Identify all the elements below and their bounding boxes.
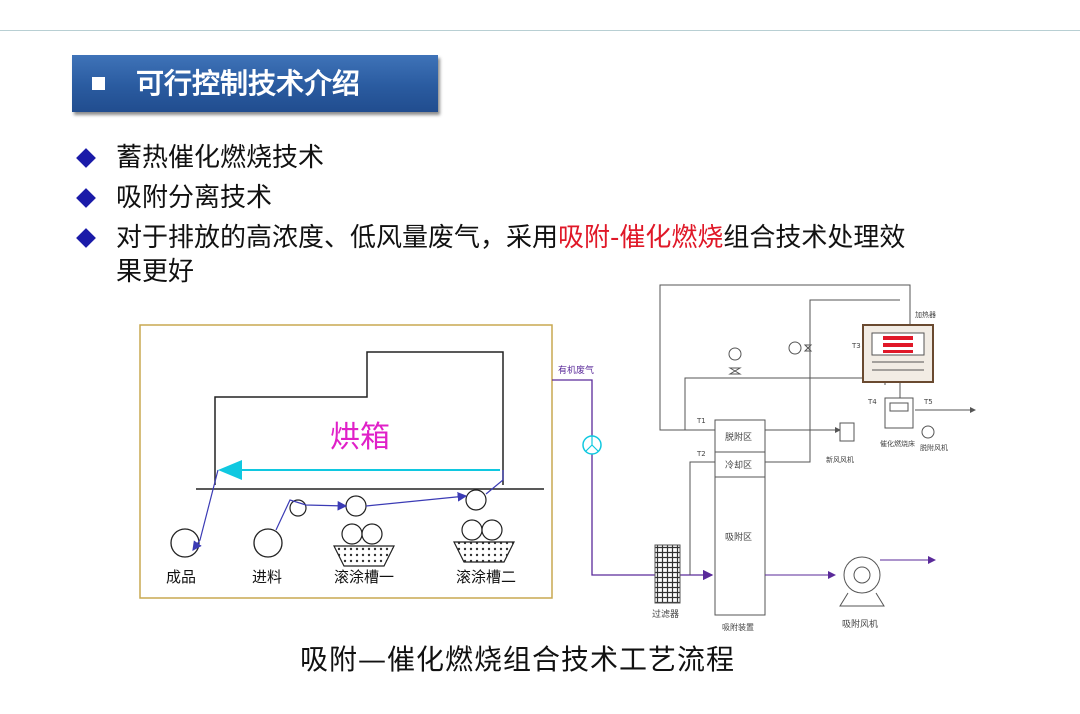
temp-tag: T3 — [851, 342, 861, 350]
main-fan-hub — [853, 566, 871, 584]
main-fan-base — [839, 592, 885, 607]
coating-tank-1 — [333, 545, 395, 567]
diagram-caption: 吸附—催化燃烧组合技术工艺流程 — [300, 643, 736, 676]
product-label: 成品 — [166, 568, 196, 586]
coating-line-section: 烘箱 成品 进料 滚涂槽一 滚涂槽二 — [139, 324, 553, 599]
web-path — [192, 469, 219, 551]
desorb-fan-icon — [921, 425, 935, 439]
bullet-item-3-highlight: 吸附-催化燃烧 — [558, 223, 724, 253]
bullet-item-2: 吸附分离技术 — [116, 183, 273, 213]
square-bullet-icon — [92, 77, 105, 90]
temp-tag: T5 — [923, 398, 933, 406]
coating-roller — [481, 519, 503, 541]
cool-zone-label: 冷却区 — [725, 459, 752, 471]
heater-element — [883, 336, 913, 340]
filter-label: 过滤器 — [652, 608, 679, 620]
heater-top-label: 加热器 — [915, 310, 936, 319]
fresh-air-fan — [839, 422, 855, 442]
section-title-banner — [72, 55, 438, 112]
coating-roller — [341, 523, 363, 545]
heater-element — [883, 343, 913, 347]
gauge-icon — [728, 347, 742, 361]
catalytic-label: 催化燃烧床 — [880, 439, 915, 448]
gas-label: 有机废气 — [558, 364, 594, 376]
oven-outline — [214, 351, 504, 485]
bullet-item-3-after: 组合技术处理效 — [723, 223, 906, 253]
main-fan-label: 吸附风机 — [842, 618, 878, 630]
product-roll — [170, 528, 200, 558]
filter-unit — [654, 544, 681, 604]
top-rule — [0, 30, 1080, 31]
cool-air-pipe — [689, 461, 715, 575]
heater-element — [883, 350, 913, 353]
top-loop-pipe — [659, 284, 911, 431]
web-path — [485, 470, 504, 495]
tank2-label: 滚涂槽二 — [456, 568, 516, 586]
guide-roller — [465, 489, 487, 511]
adsorb-zone-label: 吸附区 — [725, 531, 752, 543]
desorb-zone-label: 脱附区 — [725, 431, 752, 443]
catalyst-bed-lines — [872, 361, 924, 371]
bullet-item-1: 蓄热催化燃烧技术 — [116, 143, 325, 173]
feed-roll — [253, 528, 283, 558]
coating-roller — [461, 519, 483, 541]
adsorption-tower — [714, 419, 766, 616]
valve-icon — [728, 367, 742, 375]
web-path — [365, 492, 468, 507]
section-title: 可行控制技术介绍 — [136, 67, 361, 100]
guide-roller — [345, 495, 367, 517]
valve-icon — [803, 344, 813, 352]
temp-tag: T2 — [696, 450, 706, 458]
tank1-label: 滚涂槽一 — [334, 568, 394, 586]
return-pipe — [765, 299, 900, 463]
desorb-fan-label: 脱附风机 — [920, 443, 948, 452]
exhaust-duct: 有机废气 — [552, 364, 714, 581]
bullet-item-3-line2: 果更好 — [116, 257, 195, 287]
temp-tag: T4 — [867, 398, 877, 406]
feed-label: 进料 — [252, 568, 282, 586]
oven-label: 烘箱 — [330, 420, 390, 455]
fan-blades-icon — [585, 436, 599, 452]
bullet-item-3: 对于排放的高浓度、低风量废气，采用吸附-催化燃烧组合技术处理效 — [116, 221, 905, 255]
fan2-label: 新风风机 — [826, 455, 854, 464]
adsorption-combustion-section: 脱附区 冷却区 吸附区 吸附装置 过滤器 吸附风机 加热器 — [652, 284, 976, 632]
gauge-icon — [788, 341, 802, 355]
coating-tank-2 — [453, 541, 515, 563]
exhaust-pipe — [552, 379, 714, 581]
temp-tag: T1 — [696, 417, 706, 425]
catalytic-unit-core — [889, 402, 909, 412]
web-path — [275, 499, 348, 531]
bed-bottom-label: 吸附装置 — [722, 622, 754, 632]
coating-roller — [361, 523, 383, 545]
bullet-item-3-before: 对于排放的高浓度、低风量废气，采用 — [116, 223, 559, 253]
